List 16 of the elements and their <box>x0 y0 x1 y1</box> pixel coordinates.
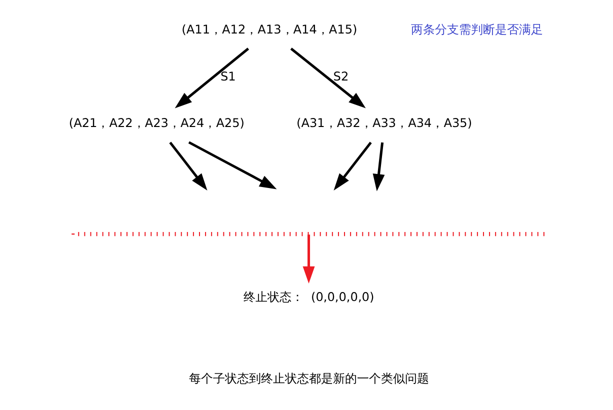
label: 两条分支需判断是否满足 <box>410 22 543 37</box>
node-text: (A11，A12，A13，A14，A15) <box>182 22 358 37</box>
arrow <box>302 234 315 284</box>
label: 每个子状态到终止状态都是新的一个类似问题 <box>188 372 429 386</box>
node-text: (A31，A32，A33，A34，A35) <box>296 116 472 130</box>
node-text: 终止状态： (0,0,0,0,0) <box>243 290 374 304</box>
arrow <box>188 141 277 190</box>
node-text: (A21，A22，A23，A24，A25) <box>68 116 244 130</box>
arrow <box>169 142 208 190</box>
arrow <box>174 48 250 108</box>
arrow <box>334 142 372 190</box>
edge-label: S2 <box>333 69 349 84</box>
edge-label: S1 <box>220 69 236 84</box>
arrow <box>290 48 366 108</box>
node-line <box>72 232 546 236</box>
arrow <box>372 142 385 192</box>
